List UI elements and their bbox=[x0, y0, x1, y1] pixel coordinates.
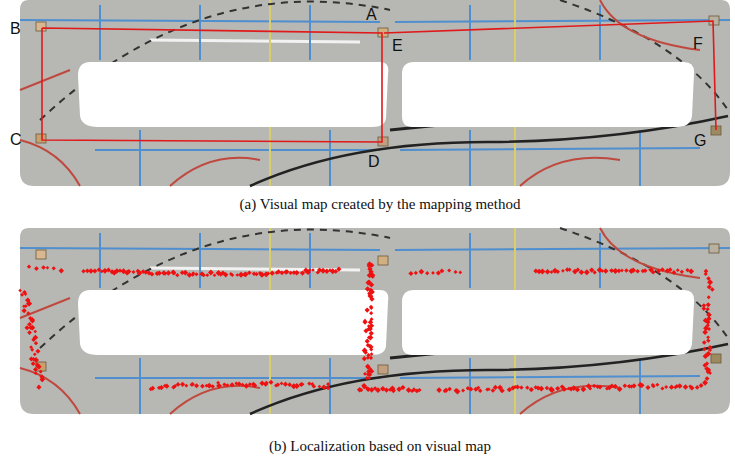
map-panel-a bbox=[20, 0, 730, 186]
waypoint-label: E bbox=[392, 38, 403, 54]
localization-points bbox=[18, 261, 714, 394]
waypoint-label: C bbox=[10, 132, 22, 148]
waypoint-label: A bbox=[366, 7, 377, 23]
figure-caption: (b) Localization based on visual map bbox=[0, 437, 735, 455]
waypoint-label: D bbox=[368, 154, 380, 170]
waypoint-label: F bbox=[693, 36, 703, 52]
waypoint-label: G bbox=[694, 133, 706, 149]
route-lines bbox=[42, 21, 716, 142]
waypoint-label: B bbox=[10, 21, 21, 37]
map-panel-b bbox=[20, 228, 730, 414]
figure-caption: (a) Visual map created by the mapping me… bbox=[0, 195, 735, 213]
